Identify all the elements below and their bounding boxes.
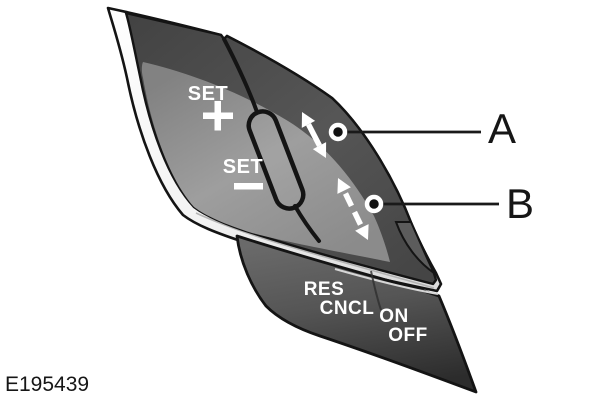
button-divider-upper <box>222 37 259 114</box>
callout-dot-a <box>328 122 348 142</box>
callout-b-label: B <box>506 180 534 227</box>
callout-a: A <box>328 105 516 152</box>
plus-icon <box>203 101 233 131</box>
lower-pod-top-highlight <box>334 268 439 295</box>
button-face <box>141 62 390 262</box>
button-divider-lower <box>293 204 321 243</box>
lower-pod <box>235 234 478 394</box>
figure-code: E195439 <box>5 373 89 396</box>
res-label: RES <box>304 279 345 300</box>
dashed-double-arrow-icon <box>337 178 369 240</box>
corner-wedge <box>394 221 435 274</box>
on-label: ON <box>379 306 409 327</box>
set-plus-label: SET <box>188 83 228 105</box>
lower-pod-seam <box>370 270 382 311</box>
chrome-trim-edge <box>195 212 435 289</box>
callout-a-label: A <box>488 105 516 152</box>
minus-icon <box>234 183 263 190</box>
set-minus-label: SET <box>223 156 263 178</box>
callout-b: B <box>364 180 534 227</box>
solid-double-arrow-icon <box>301 112 327 158</box>
callout-dot-b <box>364 194 384 214</box>
cncl-label: CNCL <box>320 298 375 319</box>
off-label: OFF <box>388 325 428 346</box>
